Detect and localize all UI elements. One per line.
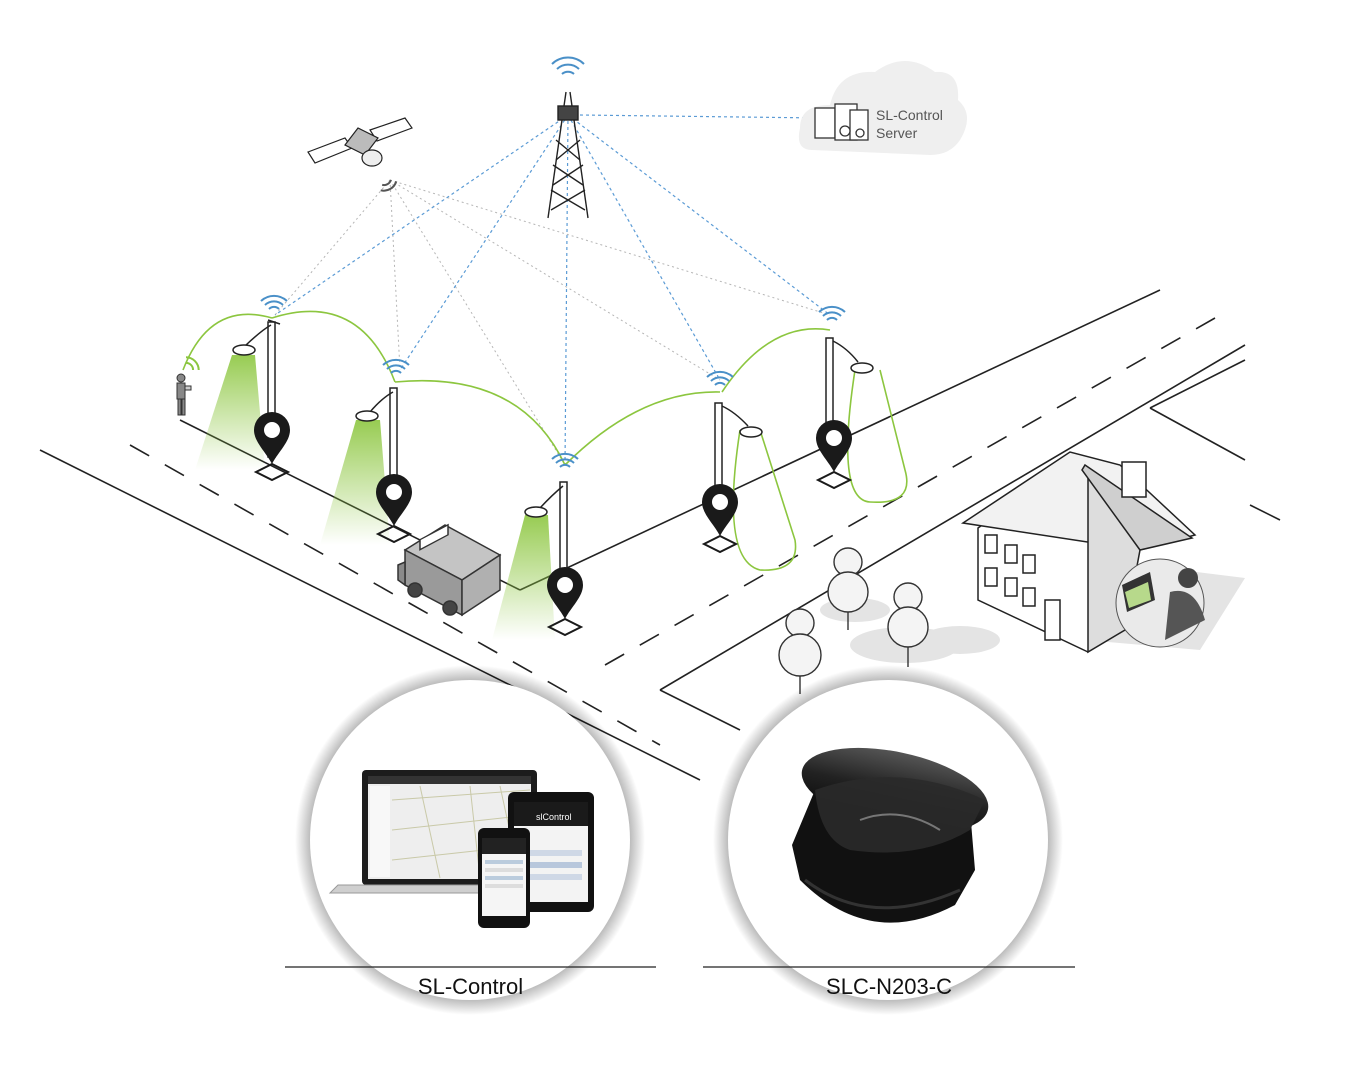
tree xyxy=(778,608,822,694)
location-pin-icon xyxy=(815,419,853,489)
house-windows xyxy=(984,534,1061,641)
house xyxy=(960,451,1197,654)
server-icon xyxy=(814,103,869,141)
tree xyxy=(827,547,869,630)
phone-device xyxy=(478,828,530,928)
product-circle-sl-control: slControl xyxy=(295,665,645,1015)
caption-slc-n203: SLC-N203-C xyxy=(826,974,952,999)
server-label-line2: Server xyxy=(876,125,918,141)
satellite xyxy=(307,117,413,167)
location-pin-icon xyxy=(701,483,739,553)
node-controller-device xyxy=(792,747,989,923)
wifi-icon xyxy=(380,179,398,192)
maintenance-van xyxy=(397,523,502,617)
product-circle-slc-n203 xyxy=(713,665,1063,1015)
satellite-links xyxy=(274,179,831,466)
wifi-icon xyxy=(185,356,200,371)
wifi-icon xyxy=(551,56,585,75)
wifi-icon xyxy=(382,358,410,374)
app-logo-text: slControl xyxy=(536,812,572,822)
radio-links xyxy=(274,114,831,466)
wifi-symbols xyxy=(185,56,846,468)
wifi-icon xyxy=(551,452,579,468)
wifi-icon xyxy=(706,370,734,386)
wifi-icon xyxy=(260,294,288,310)
light-beams xyxy=(195,355,555,640)
field-worker-figure xyxy=(176,373,192,416)
tree xyxy=(887,582,929,667)
caption-sl-control: SL-Control xyxy=(417,974,524,999)
trees xyxy=(778,547,929,694)
cloud-server: SL-Control Server xyxy=(798,61,968,155)
road-dashes xyxy=(129,317,1216,746)
street-lights xyxy=(232,319,874,608)
server-label-line1: SL-Control xyxy=(876,107,943,123)
cell-tower xyxy=(547,91,589,219)
street-light-4 xyxy=(714,402,763,522)
wifi-icon xyxy=(818,305,846,321)
home-user-inset xyxy=(1115,558,1205,648)
